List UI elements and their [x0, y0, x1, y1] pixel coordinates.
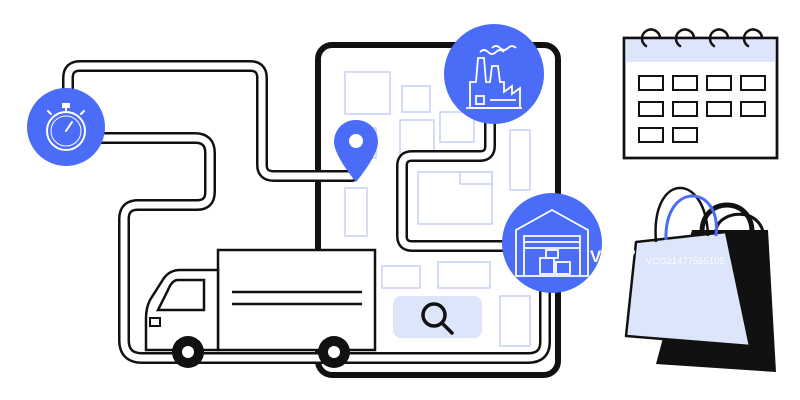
shopping-bag-icon	[624, 186, 776, 372]
watermark-brand: VCG	[590, 247, 627, 266]
warehouse-icon	[502, 193, 602, 293]
map-blocks	[344, 71, 531, 347]
map-pin-icon	[334, 120, 378, 182]
route-path	[62, 60, 551, 364]
calendar-icon	[622, 28, 779, 160]
map-search-bar[interactable]	[393, 296, 482, 338]
watermark-code: VCG21477555105	[646, 256, 725, 267]
watermark: VCG VCG21477555105	[590, 233, 725, 269]
factory-icon	[444, 24, 544, 124]
stopwatch-icon	[27, 88, 105, 166]
watermark-logo-icon	[607, 233, 635, 269]
delivery-truck-icon	[144, 248, 377, 368]
search-icon	[421, 302, 454, 335]
